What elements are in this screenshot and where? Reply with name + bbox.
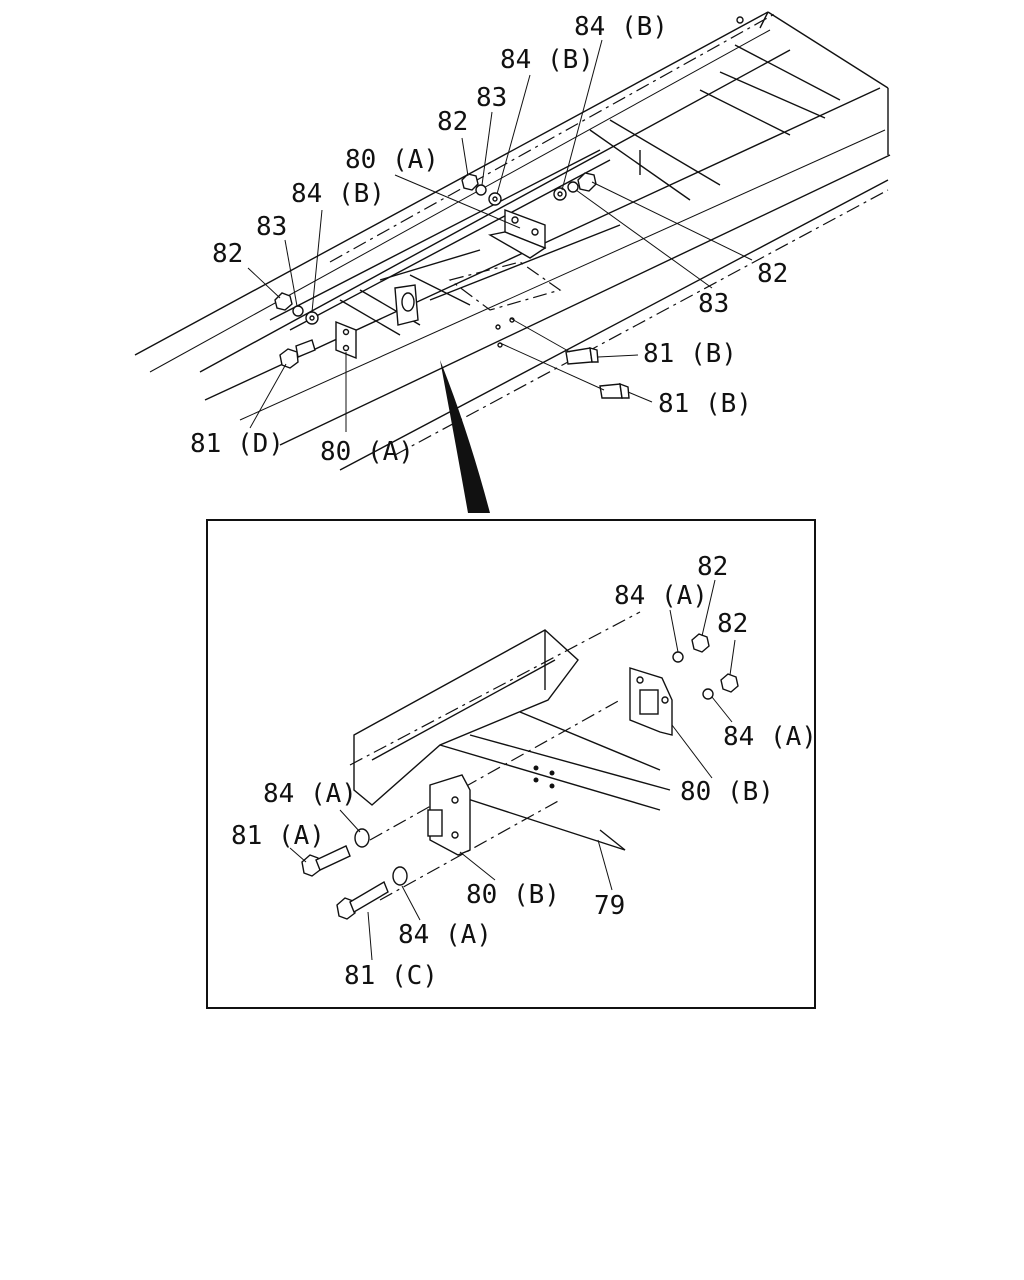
detail-pointer-arrow	[440, 360, 490, 513]
leader-lines-detail	[289, 579, 736, 961]
callout-80a: 80 (A)	[345, 145, 439, 175]
callout-80b: 80 (B)	[680, 777, 774, 807]
callout-81d: 81 (D)	[190, 429, 284, 459]
callout-81b: 81 (B)	[658, 389, 752, 419]
callout-84b: 84 (B)	[500, 45, 594, 75]
callout-82: 82	[757, 259, 788, 289]
leader-lines-top	[247, 39, 753, 432]
callout-84b: 84 (B)	[291, 179, 385, 209]
callout-82: 82	[717, 609, 748, 639]
detail-assembly	[301, 611, 739, 920]
callout-81c: 81 (C)	[344, 961, 438, 991]
callout-80a: 80 (A)	[320, 437, 414, 467]
callout-82: 82	[697, 552, 728, 582]
callout-82: 82	[437, 107, 468, 137]
callout-83: 83	[476, 83, 507, 113]
callout-83: 83	[698, 289, 729, 319]
callout-84a: 84 (A)	[398, 920, 492, 950]
frame-assembly	[134, 11, 891, 471]
fastener-stack-lower	[274, 292, 630, 399]
detail-frame	[206, 519, 816, 1009]
fastener-stack-upper	[461, 172, 597, 206]
callout-82: 82	[212, 239, 243, 269]
callout-81b: 81 (B)	[643, 339, 737, 369]
callout-80b: 80 (B)	[466, 880, 560, 910]
callout-81a: 81 (A)	[231, 821, 325, 851]
callout-84a: 84 (A)	[723, 722, 817, 752]
callout-83: 83	[256, 212, 287, 242]
callout-labels: 84 (B) 84 (B) 83 82 80 (A) 84 (B) 83 82 …	[190, 12, 817, 991]
callout-79: 79	[594, 891, 625, 921]
callout-84b: 84 (B)	[574, 12, 668, 42]
callout-84a: 84 (A)	[263, 779, 357, 809]
callout-84a: 84 (A)	[614, 581, 708, 611]
